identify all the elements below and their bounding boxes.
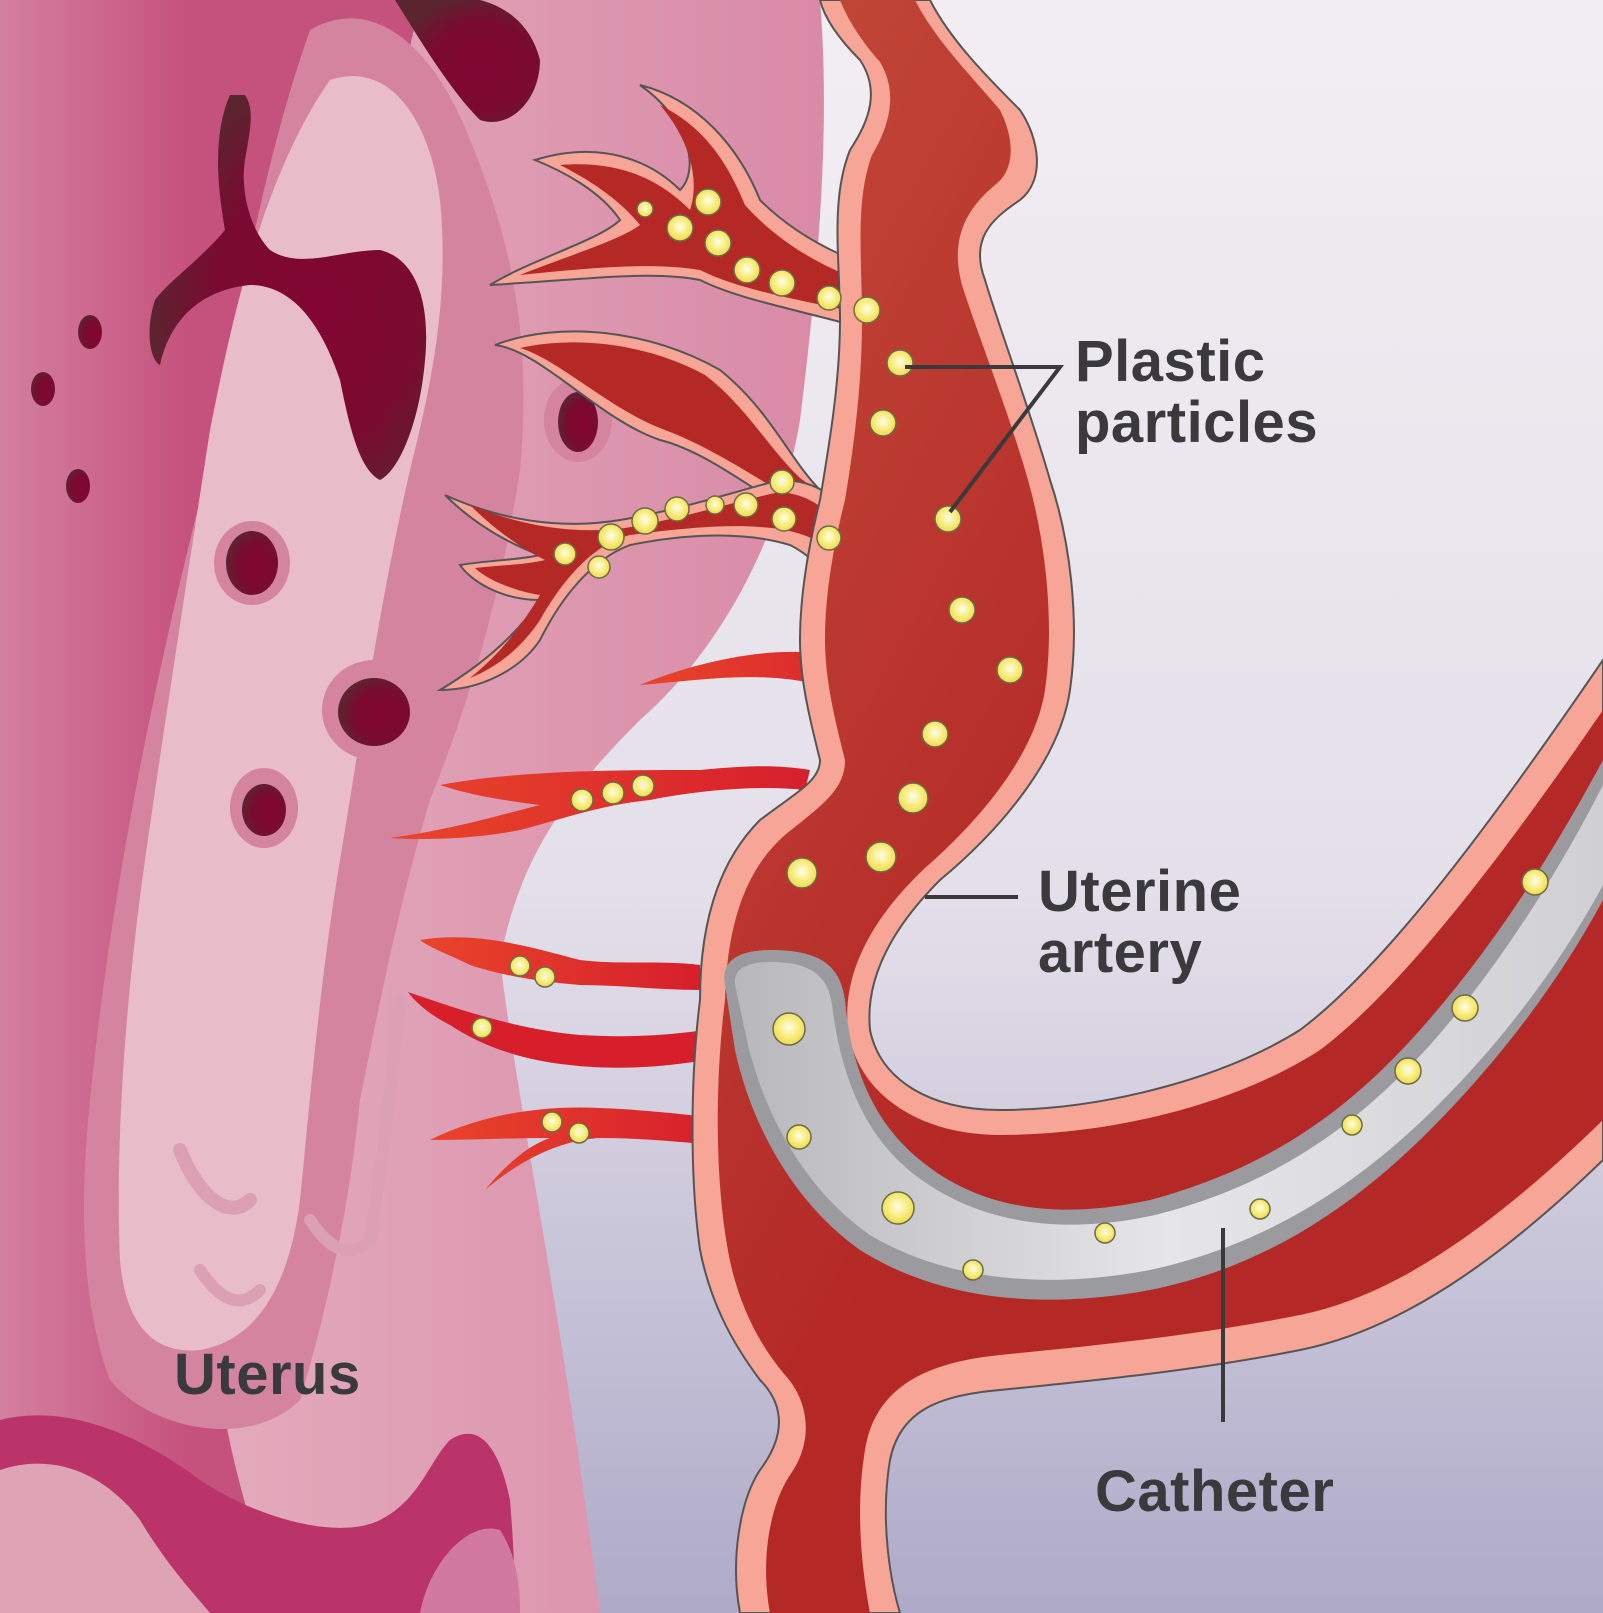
catheter-label: Catheter <box>1095 1459 1335 1524</box>
plastic-particles-leader <box>905 365 1065 514</box>
catheter-label-text: Catheter <box>1095 1459 1335 1524</box>
uterine-artery-label-line2: artery <box>1038 919 1203 985</box>
leader-lines <box>905 365 1225 1422</box>
plastic-particles-label-line2: particles <box>1075 389 1319 455</box>
plastic-particles-label: Plastic particles <box>1075 329 1319 455</box>
plastic-particles-label-line1: Plastic <box>1075 329 1266 394</box>
fibroids <box>31 0 612 848</box>
artery-branches <box>436 84 892 692</box>
plastic-particles <box>471 188 1549 1281</box>
uterus-label: Uterus <box>174 1342 361 1407</box>
uterus-label-text: Uterus <box>174 1342 361 1407</box>
uterine-artery-label: Uterine artery <box>1038 859 1242 985</box>
catheter-tube <box>724 760 1603 1300</box>
uterine-artery-label-line1: Uterine <box>1038 859 1242 924</box>
